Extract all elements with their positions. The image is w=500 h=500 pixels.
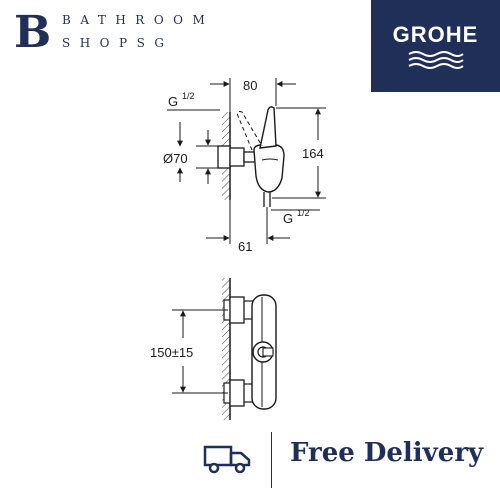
side-view: 80 164 G 1/2 Ø70 G 1/2 — [163, 78, 326, 254]
dim-centre-distance: 150±15 — [150, 345, 193, 360]
valve-body — [253, 144, 285, 193]
dim-projection-61: 61 — [238, 239, 252, 254]
front-view: 150±15 — [150, 278, 277, 420]
lower-connection — [229, 379, 245, 407]
lever-handle — [259, 106, 277, 149]
grohe-logo-text: GROHE — [392, 22, 479, 47]
upper-connection — [229, 296, 245, 324]
brand-initial: B — [14, 7, 52, 58]
lever-handle-open-position — [237, 111, 263, 151]
dim-diameter-70: Ø70 — [163, 151, 188, 166]
grohe-wave-icon — [408, 51, 464, 69]
inlet-thread-label: G — [168, 94, 178, 109]
dim-width-80: 80 — [243, 78, 257, 93]
inlet-thread-fraction: 1/2 — [182, 91, 195, 101]
brand-name-line2: SHOPSG — [62, 36, 174, 50]
brand-name-line1: BATHROOM — [62, 13, 215, 27]
outlet-thread-label: G — [283, 211, 293, 226]
dim-height-164: 164 — [302, 146, 324, 161]
free-delivery-text: Free Delivery — [290, 438, 484, 468]
footer-divider — [271, 432, 272, 488]
wall-hatch-bottom — [222, 278, 230, 420]
inlet-nut — [229, 147, 245, 167]
inlet-escutcheon — [217, 145, 231, 169]
outlet-thread-fraction: 1/2 — [297, 208, 310, 218]
grohe-logo: GROHE — [371, 0, 500, 92]
truck-icon — [203, 445, 251, 474]
